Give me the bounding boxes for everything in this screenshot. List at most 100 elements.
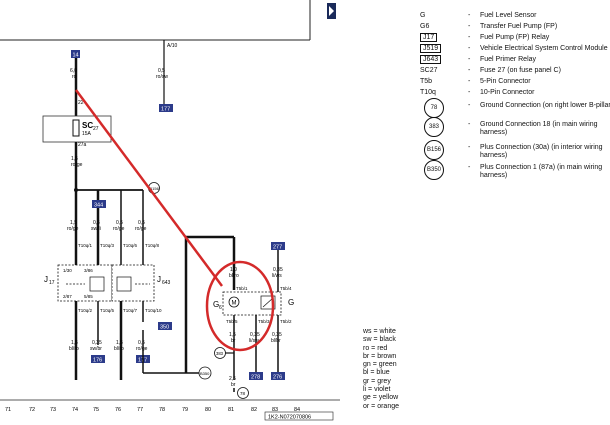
column-number: 79	[182, 407, 188, 413]
legend-code: G6	[420, 23, 430, 30]
component-g: G	[288, 298, 294, 307]
relay-j643: J	[157, 275, 161, 284]
connector-label: T10q/8	[145, 243, 160, 248]
plus-connection-b350: B350	[200, 371, 210, 376]
wire-size-label: 1,0	[230, 267, 237, 273]
ground-symbol: B350	[424, 160, 444, 180]
wire-color-label: sw/br	[90, 346, 102, 352]
wire-color-label: br	[231, 382, 236, 388]
connector-label: T10q/6	[123, 243, 138, 248]
legend-code: SC27	[420, 67, 438, 74]
wire-size-label: 1,5	[229, 332, 236, 338]
fuse-amp: 15A	[82, 131, 92, 137]
wire-size-label: 0,5	[116, 220, 123, 226]
ground-legend-row: B350-Plus Connection 1 (87a) (in main wi…	[420, 160, 610, 180]
column-number: 73	[50, 407, 56, 413]
color-code: sw = black	[363, 336, 396, 344]
wire-color-label: ro/ge	[67, 226, 79, 232]
legend-desc: Fuel Primer Relay	[480, 56, 537, 63]
column-number: 83	[272, 407, 278, 413]
wire-size-label: 0,5	[138, 220, 145, 226]
legend-desc: Transfer Fuel Pump (FP)	[480, 23, 558, 30]
relay-j643-sub: 643	[162, 280, 171, 286]
column-number: 76	[115, 407, 121, 413]
legend-code: G	[420, 12, 426, 19]
column-number: 82	[251, 407, 257, 413]
legend-row: J17-Fuel Pump (FP) Relay	[420, 33, 610, 42]
connector-label: T10q/3	[100, 243, 115, 248]
fuse-label: SC	[82, 121, 93, 130]
column-number: 71	[5, 407, 11, 413]
wire-box-177a: 177	[161, 107, 170, 113]
wire-color-label: ro/ge	[136, 346, 148, 352]
wire-size-label: 0,35	[92, 340, 102, 346]
connector-label: T5b/5	[226, 319, 238, 324]
legend-row: SC27-Fuse 27 (on fuse panel C)	[420, 67, 610, 75]
column-number: 78	[159, 407, 165, 413]
ground-legend-row: B156-Plus Connection (30a) (in interior …	[420, 140, 610, 160]
fuse-sub: 27	[93, 126, 99, 132]
wire-color-label: li/ws	[272, 273, 282, 279]
highlight-ellipse	[205, 260, 275, 352]
legend-desc: 5-Pin Connector	[480, 78, 531, 85]
connector-label: T10q/10	[145, 308, 162, 313]
legend-code: J643	[420, 55, 442, 64]
wire-color-label: sw/li	[91, 226, 101, 232]
ground-383: 383	[216, 351, 224, 356]
legend-code: J519	[420, 44, 442, 53]
legend-row: G-Fuel Level Sensor	[420, 12, 610, 20]
wire-color-label: li/sw	[249, 338, 259, 344]
wire-size-label: 1,5	[70, 220, 77, 226]
color-code: ws = white	[363, 328, 396, 335]
wire-color-label: bl/ro	[69, 346, 79, 352]
wire-color-label: ro	[72, 74, 77, 80]
pin-label: 27a	[78, 142, 87, 148]
wire-size-label: 0,5	[93, 220, 100, 226]
wire-size-label: 6,0	[70, 68, 77, 74]
wire-size-label: 1,5	[116, 340, 123, 346]
column-number: 84	[294, 407, 300, 413]
color-code: gn = green	[363, 361, 397, 369]
wire-color-label: ro/ge	[113, 226, 125, 232]
legend-code: T10q	[420, 89, 436, 96]
ground-78: 78	[240, 391, 246, 396]
wire-size-label: 0,5	[158, 68, 165, 74]
column-number: 77	[137, 407, 143, 413]
wire-color-label: br	[231, 338, 236, 344]
ground-symbol: 383	[424, 117, 444, 137]
wire-box-344: 344	[94, 203, 103, 209]
connector-label: T5b/2	[280, 319, 292, 324]
legend-row: T5b-5-Pin Connector	[420, 78, 610, 86]
wire-size-label: 2,5	[229, 376, 236, 382]
relay-pin: 3/86	[84, 268, 93, 273]
color-code: ge = yellow	[363, 394, 399, 402]
column-number: 75	[93, 407, 99, 413]
wire-color-label: bl/ro	[114, 346, 124, 352]
legend-desc: Fuel Level Sensor	[480, 12, 537, 19]
legend-row: J643-Fuel Primer Relay	[420, 55, 610, 64]
relay-pin: 5/85	[84, 294, 93, 299]
column-number: 80	[205, 407, 211, 413]
color-code: li = violet	[363, 386, 391, 394]
wire-size-label: 0,35	[250, 332, 260, 338]
wire-size-label: 0,5	[138, 340, 145, 346]
connector-label: T5b/4	[280, 286, 292, 291]
relay-pin: 2/87	[63, 294, 72, 299]
wire-box-277: 277	[273, 245, 282, 251]
relay-pin: 1/30	[63, 268, 72, 273]
next-page-arrow-icon[interactable]	[327, 3, 336, 19]
wire-box-350: 350	[160, 325, 169, 331]
ground-symbol: 78	[424, 98, 444, 118]
legend-code: J17	[420, 33, 438, 42]
document-id: 1K2-N072070806	[268, 415, 311, 421]
plus-connection-b156: B156	[150, 186, 160, 191]
ground-legend-row: 383-Ground Connection 18 (in main wiring…	[420, 117, 610, 137]
wire-color-label: ro/ge	[135, 226, 147, 232]
color-code: bl = blue	[363, 369, 390, 377]
wire-size-label: 0,35	[272, 332, 282, 338]
column-number: 72	[29, 407, 35, 413]
ground-symbol: B156	[424, 140, 444, 160]
relay-j17: J	[44, 275, 48, 284]
